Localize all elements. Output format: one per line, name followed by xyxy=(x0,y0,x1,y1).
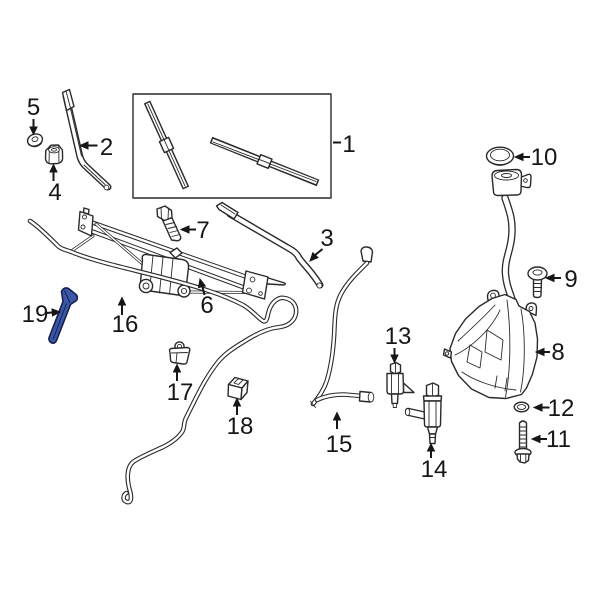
callout-17[interactable]: 17 xyxy=(167,363,194,407)
part-label: 5 xyxy=(27,94,40,121)
part-art-wiper-blade-kit-box xyxy=(132,93,332,199)
part-label: 7 xyxy=(196,217,209,244)
part-art-linkage-mounting-bolt xyxy=(156,205,182,242)
part-art-wiper-pivot-cap xyxy=(26,133,44,148)
part-art-washer-nozzle-jet[interactable] xyxy=(48,287,79,344)
callout-8[interactable]: 8 xyxy=(534,339,565,366)
callout-9[interactable]: 9 xyxy=(544,266,578,293)
part-art-hose-grommet xyxy=(227,376,249,401)
part-label: 2 xyxy=(100,134,113,161)
part-label: 4 xyxy=(48,179,61,206)
part-label: 15 xyxy=(326,431,353,458)
part-art-reservoir-upper-bolt xyxy=(527,266,548,299)
part-label: 11 xyxy=(546,426,571,453)
callout-5[interactable]: 5 xyxy=(27,94,40,136)
callout-4[interactable]: 4 xyxy=(48,163,62,207)
wiper-motor xyxy=(138,247,191,298)
part-art-wiper-arm-right xyxy=(215,201,324,289)
callout-14[interactable]: 14 xyxy=(421,442,448,483)
part-label: 9 xyxy=(564,266,577,293)
part-label: 19 xyxy=(22,301,49,328)
part-art-washer-hose-rear-section xyxy=(310,246,375,408)
part-art-wiper-arm-left xyxy=(61,88,112,191)
part-label: 1 xyxy=(342,131,355,158)
callout-16[interactable]: 16 xyxy=(112,296,139,339)
part-label: 13 xyxy=(385,323,412,350)
part-label: 16 xyxy=(112,311,139,338)
callout-19[interactable]: 19 xyxy=(22,301,62,328)
part-art-wiper-arm-nut xyxy=(44,144,64,165)
part-art-hose-clip xyxy=(168,341,191,365)
part-label: 8 xyxy=(551,339,564,366)
part-label: 14 xyxy=(421,456,448,483)
part-art-reservoir-filler-cap xyxy=(485,146,515,166)
callout-3[interactable]: 3 xyxy=(309,225,334,262)
part-label: 10 xyxy=(531,144,558,171)
part-art-reservoir-lower-bolt xyxy=(514,420,532,464)
part-art-washer-pump-rear xyxy=(404,382,443,445)
callout-12[interactable]: 12 xyxy=(532,395,575,422)
part-art-wiper-linkage-with-motor xyxy=(68,207,287,300)
part-art-seal-o-ring xyxy=(513,401,530,413)
part-label: 17 xyxy=(167,379,194,406)
callout-6[interactable]: 6 xyxy=(197,277,214,319)
callout-7[interactable]: 7 xyxy=(179,217,210,244)
part-art-washer-hose-front-section xyxy=(27,218,299,505)
callout-2[interactable]: 2 xyxy=(78,134,113,161)
callout-11[interactable]: 11 xyxy=(530,426,571,453)
part-label: 12 xyxy=(548,395,575,422)
part-label: 18 xyxy=(227,413,254,440)
part-label: 3 xyxy=(320,225,333,252)
part-art-washer-pump-front xyxy=(386,361,415,408)
callout-1[interactable]: 1 xyxy=(333,131,356,158)
part-art-filler-neck xyxy=(491,168,532,312)
callout-13[interactable]: 13 xyxy=(385,323,412,364)
part-label: 6 xyxy=(200,292,213,319)
callout-15[interactable]: 15 xyxy=(326,411,353,459)
part-art-washer-fluid-reservoir xyxy=(442,289,539,400)
callout-10[interactable]: 10 xyxy=(513,144,558,171)
callout-18[interactable]: 18 xyxy=(227,397,254,441)
